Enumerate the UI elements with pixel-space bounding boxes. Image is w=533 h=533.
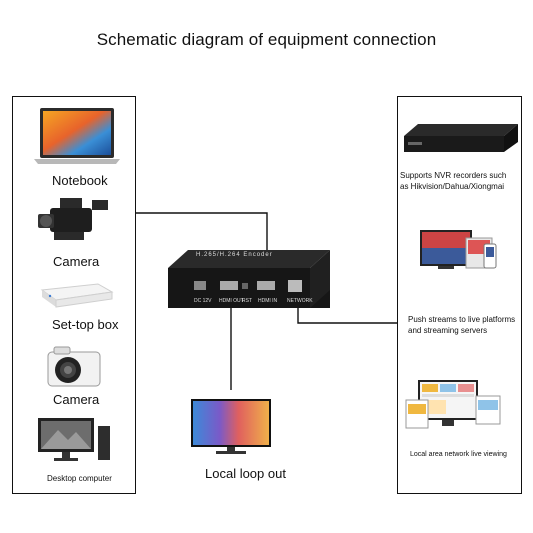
live-platforms-icon	[420, 230, 497, 269]
right-label-nvr-line1: Supports NVR recorders such	[400, 171, 507, 180]
left-label-camera-1: Camera	[53, 254, 100, 269]
right-label-live-line1: Push streams to live platforms	[408, 315, 516, 324]
left-label-notebook: Notebook	[52, 173, 108, 188]
monitor-label: Local loop out	[205, 466, 286, 481]
port-label-hdmi-in: HDMI IN	[258, 298, 278, 304]
port-label-network: NETWORK	[287, 298, 313, 304]
video-camera-icon	[38, 198, 108, 240]
camera-icon	[47, 346, 101, 387]
left-label-camera-2: Camera	[53, 392, 100, 407]
lan-viewing-icon	[405, 380, 501, 429]
right-label-nvr-line2: as Hikvision/Dahua/Xiongmai	[400, 182, 505, 191]
encoder-top-text: H.265/H.264 Encoder	[196, 252, 273, 258]
set-top-box-icon	[40, 283, 114, 308]
port-label-hdmi-out: HDMI OUT	[219, 298, 244, 304]
diagram-title: Schematic diagram of equipment connectio…	[96, 30, 437, 49]
desktop-computer-icon	[38, 418, 110, 461]
port-label-rst: RST	[242, 298, 252, 304]
left-label-set-top-box: Set-top box	[52, 317, 119, 332]
port-label-dc: DC 12V	[194, 298, 212, 304]
encoder-device	[168, 250, 330, 308]
nvr-recorder-icon	[404, 124, 518, 152]
right-label-lan: Local area network live viewing	[410, 451, 507, 458]
right-label-live-line2: and streaming servers	[408, 326, 488, 335]
notebook-icon	[34, 108, 120, 164]
monitor-icon	[191, 399, 271, 454]
left-label-desktop-computer: Desktop computer	[47, 474, 112, 483]
